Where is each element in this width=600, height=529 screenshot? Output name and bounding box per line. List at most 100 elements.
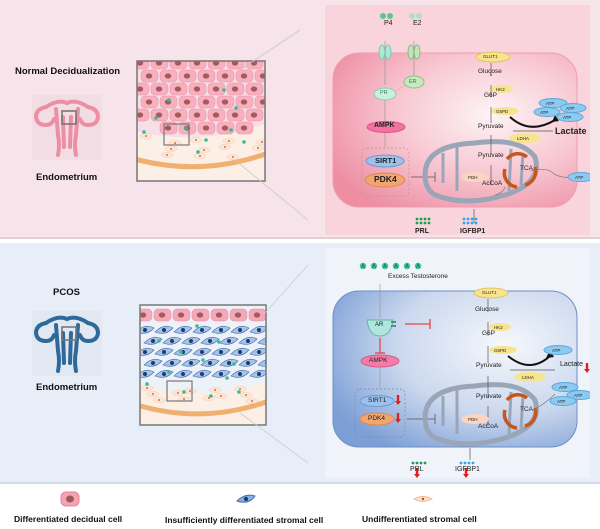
cell-nucleus: [238, 350, 242, 354]
cell-nucleus: [246, 339, 250, 343]
output-dot: [415, 461, 419, 465]
condition-title: PCOS: [53, 287, 80, 298]
hormone-particle: [184, 126, 188, 130]
cell-nucleus: [174, 86, 182, 92]
cell-nucleus: [250, 112, 258, 118]
atp-cluster: [549, 382, 590, 406]
cell-nucleus: [221, 125, 229, 131]
output-dot: [463, 461, 467, 465]
down-arrow-icon: [415, 468, 419, 474]
stromal-nucleus: [239, 388, 241, 390]
cell-nucleus: [219, 328, 223, 332]
endometrium-tissue-section: [136, 60, 266, 182]
hormone-particle: [201, 358, 205, 362]
down-arrow-icon: [585, 363, 589, 369]
down-arrow-head: [463, 474, 469, 478]
stromal-nucleus: [232, 156, 234, 158]
testosterone-label: Excess Testosterone: [388, 273, 448, 280]
cell-nucleus: [208, 339, 212, 343]
hormone-particle: [209, 394, 213, 398]
undifferentiated-stromal-cell-icon: [412, 496, 434, 502]
sirt1-node: [359, 395, 395, 407]
cell-nucleus: [231, 112, 239, 118]
cell-nucleus: [137, 112, 144, 118]
cell-nucleus: [259, 73, 265, 79]
glycolysis-arrow: [509, 116, 556, 128]
uterus-icon: [32, 311, 102, 376]
pcos-pathway-diagram: [325, 248, 590, 478]
output-dot: [474, 221, 478, 225]
mito-pyruvate-label: Pyruvate: [478, 152, 504, 159]
stromal-insufficient-cell: [140, 325, 155, 334]
ampk-label: AMPK: [374, 122, 395, 129]
hormone-particle: [225, 376, 229, 380]
prl-label: PRL: [410, 466, 424, 473]
cell-nucleus: [140, 312, 147, 318]
hk2-label: HK2: [496, 87, 505, 92]
glut1-transporter: [473, 287, 509, 299]
cell-nucleus: [151, 361, 155, 365]
hormone-particle: [232, 362, 236, 366]
cell-nucleus: [257, 350, 261, 354]
cell-nucleus: [170, 361, 174, 365]
stromal-nucleus: [174, 142, 176, 144]
legend: Differentiated decidual cell Insufficien…: [0, 484, 600, 529]
cell-nucleus: [183, 99, 191, 105]
testosterone-glyph: [383, 263, 387, 269]
stromal-nucleus: [228, 140, 230, 142]
pyruvate-label: Pyruvate: [476, 362, 502, 369]
er-membrane-channel: [407, 44, 421, 60]
p4-hormone-icon: [380, 13, 393, 19]
output-dot: [470, 221, 474, 225]
hormone-particle: [167, 98, 171, 102]
hormone-particle: [222, 88, 226, 92]
cell-nucleus: [164, 125, 172, 131]
cell-nucleus: [155, 86, 163, 92]
stromal-nucleus: [145, 135, 147, 137]
cell-nucleus: [143, 328, 147, 332]
cell-nucleus: [193, 86, 201, 92]
hormone-particle: [179, 350, 183, 354]
decidual-cell-icon: [60, 491, 80, 507]
sirt1-label: SIRT1: [375, 156, 397, 165]
prl-dots: [415, 217, 431, 225]
stromal-nucleus: [177, 392, 179, 394]
tca-cycle-icon: [502, 393, 538, 430]
pdk4-node: [359, 412, 395, 426]
atp-mito-label-1: ATP: [559, 385, 568, 390]
cell-nucleus: [200, 350, 204, 354]
output-dot: [415, 221, 419, 225]
cell-nucleus: [181, 328, 185, 332]
glut1-transporter: [475, 51, 511, 63]
stromal-nucleus: [208, 397, 210, 399]
cell-nucleus: [238, 372, 242, 376]
cell-nucleus: [238, 328, 242, 332]
p4-label: P4: [384, 20, 393, 27]
pr-label: PR: [380, 90, 388, 96]
cell-nucleus: [231, 86, 239, 92]
cell-nucleus: [174, 61, 182, 66]
cell-nucleus: [234, 312, 242, 318]
accoa-label: AcCoA: [482, 180, 503, 187]
hormone-particle: [217, 340, 221, 344]
atp-mito-label-2: ATP: [574, 393, 583, 398]
cell-nucleus: [240, 73, 248, 79]
cell-nucleus: [155, 61, 163, 66]
output-dot: [471, 461, 475, 465]
cell-nucleus: [162, 328, 166, 332]
hormone-particle: [242, 140, 246, 144]
testosterone-glyph: [372, 263, 376, 269]
output-dot: [419, 221, 423, 225]
stromal-nucleus: [170, 148, 172, 150]
basal-layer: [137, 151, 265, 170]
glycolysis-arrow: [507, 355, 551, 366]
legend-label-decidual: Differentiated decidual cell: [14, 514, 123, 524]
stromal-nucleus: [166, 154, 168, 156]
hormone-particle: [157, 339, 161, 343]
glucose-label: Glucose: [478, 68, 502, 75]
cell-nucleus: [137, 86, 144, 92]
pdh-enzyme: [461, 414, 489, 424]
cell-nucleus: [250, 86, 258, 92]
output-dot: [423, 217, 427, 221]
normal-pathway-diagram: [325, 5, 590, 235]
